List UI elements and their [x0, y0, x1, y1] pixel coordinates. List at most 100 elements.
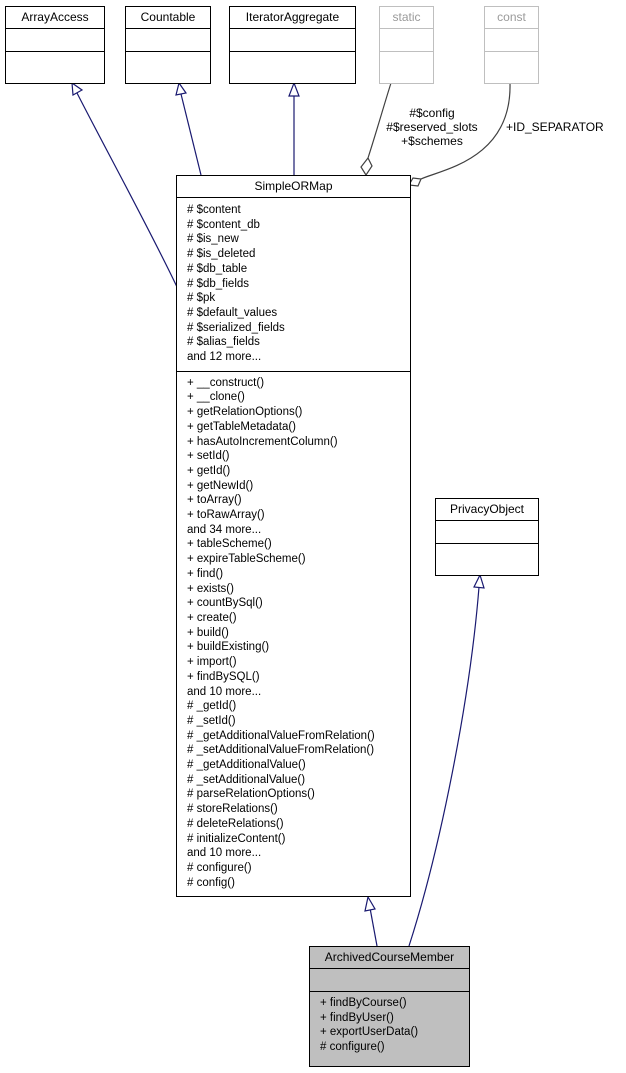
method-item: + find() [187, 567, 224, 580]
edge-label-reserved-slots: #$reserved_slots [386, 120, 478, 134]
diamond-static [360, 156, 373, 177]
method-item: # _getAdditionalValueFromRelation() [187, 729, 375, 742]
method-item: + findBySQL() [187, 670, 260, 683]
method-item: + build() [187, 626, 229, 639]
method-item: # _getAdditionalValue() [187, 759, 306, 772]
class-methods: + findByCourse() + findByUser() + export… [310, 991, 469, 1059]
method-more: and 10 more... [187, 685, 262, 698]
method-item: + countBySql() [187, 597, 263, 610]
class-attributes [436, 520, 538, 543]
method-item: + exportUserData() [320, 1026, 419, 1039]
attribute-item: # $alias_fields [187, 336, 260, 349]
type-box-static[interactable]: static [379, 6, 434, 84]
method-item: + findByUser() [320, 1011, 394, 1024]
arrow-iteratoraggregate [288, 81, 300, 97]
edge-countable-simpleormap [180, 93, 202, 176]
class-title: PrivacyObject [449, 502, 525, 516]
attribute-item: # $pk [187, 292, 216, 305]
attribute-item: # $db_fields [187, 277, 250, 290]
class-box-simpleormap[interactable]: SimpleORMap # $content # $content_db # $… [176, 175, 411, 897]
method-item: # configure() [187, 861, 252, 874]
class-title: ArrayAccess [21, 10, 89, 24]
method-item: # config() [187, 876, 235, 889]
method-item: + toArray() [187, 494, 242, 507]
method-item: + tableScheme() [187, 538, 272, 551]
class-box-iteratoraggregate[interactable]: IteratorAggregate [229, 6, 356, 84]
attribute-item: # $db_table [187, 262, 248, 275]
edge-label-schemes: +$schemes [401, 134, 463, 148]
class-attributes [126, 28, 210, 51]
class-methods: + __construct() + __clone() + getRelatio… [177, 370, 410, 895]
method-item: # _setId() [187, 714, 236, 727]
method-item: # initializeContent() [187, 832, 286, 845]
method-item: # _setAdditionalValueFromRelation() [187, 744, 375, 757]
type-title: static [392, 10, 421, 24]
edge-privacyobject-archived [408, 586, 480, 947]
edge-label-id-separator: +ID_SEPARATOR [506, 120, 604, 134]
class-methods [230, 51, 355, 74]
method-item: + buildExisting() [187, 641, 270, 654]
method-item: # _getId() [187, 700, 237, 713]
method-item: # deleteRelations() [187, 817, 284, 830]
method-item: # _setAdditionalValue() [187, 773, 306, 786]
attribute-item: # $content [187, 204, 241, 216]
method-item: + getNewId() [187, 479, 254, 492]
type-section [380, 51, 433, 74]
class-methods [436, 543, 538, 566]
arrow-privacyobject [473, 573, 485, 589]
class-box-countable[interactable]: Countable [125, 6, 211, 84]
class-methods [6, 51, 104, 74]
arrow-countable [175, 81, 188, 96]
method-item: + hasAutoIncrementColumn() [187, 435, 338, 448]
method-item: + __clone() [187, 391, 245, 404]
attribute-item: # $is_deleted [187, 248, 256, 261]
method-item: + __construct() [187, 376, 265, 389]
method-item: + import() [187, 656, 237, 669]
type-section [380, 28, 433, 51]
class-box-privacyobject[interactable]: PrivacyObject [435, 498, 539, 576]
edge-const-simpleormap [420, 82, 511, 180]
class-title: ArchivedCourseMember [324, 950, 455, 964]
type-section [485, 51, 538, 74]
class-attributes [310, 968, 469, 991]
attribute-item: # $content_db [187, 218, 260, 231]
attribute-item: # $default_values [187, 306, 278, 319]
method-item: + findByCourse() [320, 997, 407, 1009]
method-item: + exists() [187, 582, 234, 595]
class-methods [126, 51, 210, 74]
type-box-const[interactable]: const [484, 6, 539, 84]
edge-static-simpleormap [367, 82, 392, 159]
arrow-simpleormap [364, 895, 376, 912]
method-item: + expireTableScheme() [187, 553, 306, 566]
method-item: # parseRelationOptions() [187, 788, 315, 801]
attribute-more: and 12 more... [187, 351, 262, 364]
attribute-item: # $serialized_fields [187, 321, 285, 334]
method-item: + toRawArray() [187, 509, 265, 522]
attribute-item: # $is_new [187, 233, 239, 246]
class-box-archivedcoursemember[interactable]: ArchivedCourseMember + findByCourse() + … [309, 946, 470, 1067]
method-item: + getId() [187, 464, 231, 477]
method-item: # configure() [320, 1041, 385, 1054]
method-item: # storeRelations() [187, 803, 278, 816]
class-attributes: # $content # $content_db # $is_new # $is… [177, 197, 410, 371]
class-title: IteratorAggregate [245, 10, 340, 24]
edge-simpleormap-archived [369, 907, 378, 947]
arrow-arrayaccess [71, 81, 84, 96]
class-attributes [230, 28, 355, 51]
method-more: and 34 more... [187, 523, 262, 536]
edge-label-static-members: #$config #$reserved_slots +$schemes [376, 106, 488, 148]
type-title: const [497, 10, 526, 24]
class-title: Countable [140, 10, 196, 24]
class-box-arrayaccess[interactable]: ArrayAccess [5, 6, 105, 84]
edge-label-config: #$config [409, 106, 455, 120]
edge-arrayaccess-simpleormap [76, 92, 178, 288]
class-title: SimpleORMap [254, 179, 333, 193]
method-item: + getRelationOptions() [187, 406, 303, 419]
method-item: + setId() [187, 450, 230, 463]
method-item: + create() [187, 611, 237, 624]
type-section [485, 28, 538, 51]
method-item: + getTableMetadata() [187, 420, 296, 433]
method-more: and 10 more... [187, 847, 262, 860]
class-attributes [6, 28, 104, 51]
